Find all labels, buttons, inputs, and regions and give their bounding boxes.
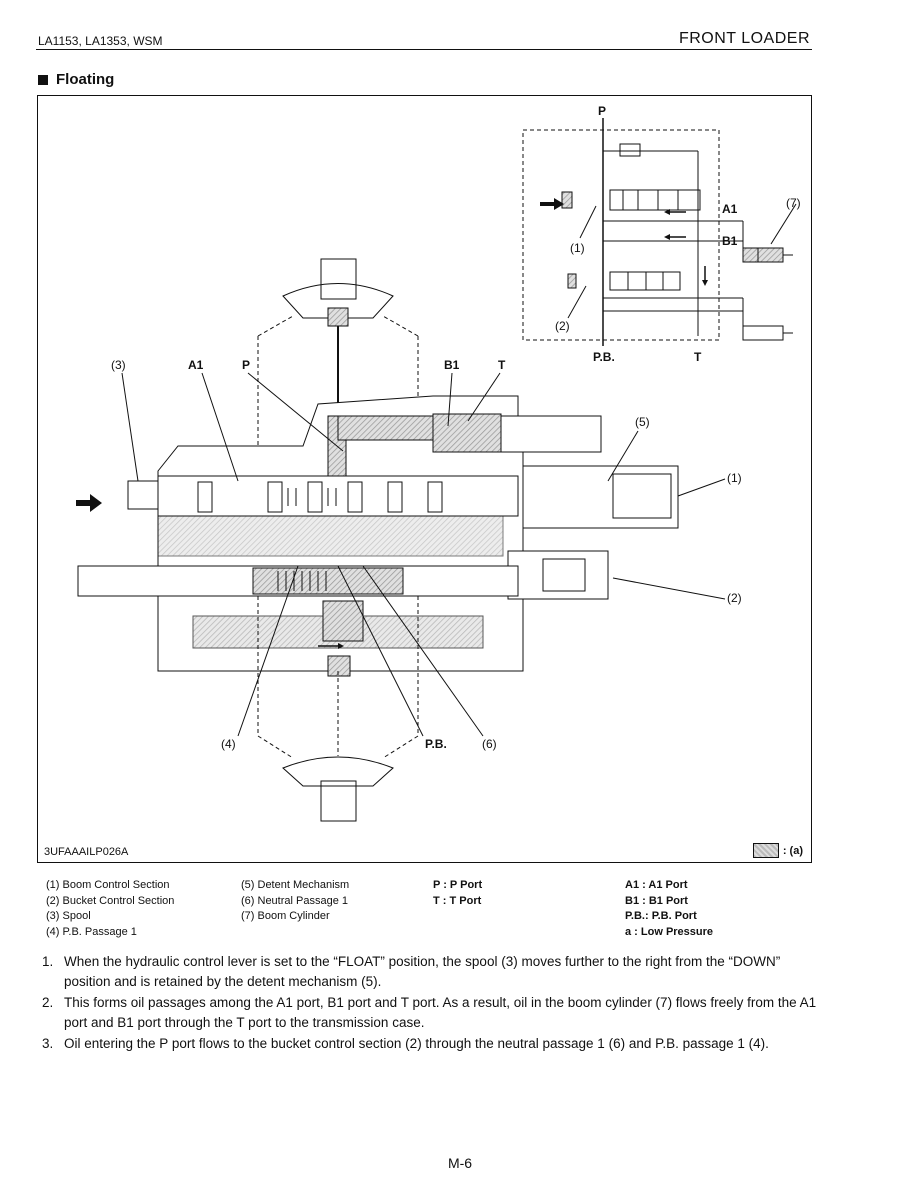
- legend-item: (7) Boom Cylinder: [241, 910, 330, 922]
- leader-1-sch: [579, 205, 597, 239]
- legend-col-1: (1) Boom Control Section (2) Bucket Cont…: [46, 878, 174, 940]
- figure-frame: P A1 B1 (7) (1) (2) P.B. T (3) A1 P B1 T…: [37, 95, 812, 863]
- section-heading: Floating: [38, 71, 114, 88]
- step-item: 2. This forms oil passages among the A1 p…: [42, 993, 818, 1033]
- hydraulic-schematic: [522, 118, 793, 346]
- step-text: This forms oil passages among the A1 por…: [64, 995, 817, 1030]
- label-b1-sch: B1: [722, 234, 738, 248]
- label-6: (6): [482, 737, 497, 751]
- legend-item: (6) Neutral Passage 1: [241, 894, 348, 907]
- low-pressure-swatch: [752, 843, 779, 858]
- step-number: 3.: [42, 1036, 54, 1051]
- legend-item: B1 : B1 Port: [625, 894, 688, 907]
- figure-key: : (a): [752, 843, 803, 858]
- label-p-top: P: [598, 104, 607, 118]
- legend-item: (3) Spool: [46, 910, 91, 922]
- legend-item: A1 : A1 Port: [625, 879, 688, 891]
- label-pb-sch: P.B.: [593, 350, 615, 364]
- header-section: FRONT LOADER: [678, 30, 810, 47]
- label-3: (3): [111, 358, 126, 372]
- bottom-lever: [257, 596, 419, 822]
- figure-key-label: : (a): [782, 844, 803, 857]
- section-title: Floating: [56, 71, 115, 88]
- step-item: 1. When the hydraulic control lever is se…: [42, 952, 818, 992]
- legend-col-3: P : P Port T : T Port: [433, 878, 482, 909]
- step-number: 2.: [42, 995, 54, 1010]
- bullet-square-icon: [38, 74, 48, 85]
- leader-lines: [121, 372, 726, 737]
- legend-item: (5) Detent Mechanism: [241, 879, 350, 891]
- label-b1-main: B1: [444, 358, 460, 372]
- label-4: (4): [221, 737, 236, 751]
- label-pb-main: P.B.: [425, 737, 447, 751]
- label-a1-sch: A1: [722, 202, 738, 216]
- legend-item: T : T Port: [433, 894, 482, 907]
- step-item: 3. Oil entering the P port flows to the b…: [42, 1034, 818, 1054]
- leader-7: [770, 203, 797, 245]
- label-a1-main: A1: [188, 358, 204, 372]
- legend-col-2: (5) Detent Mechanism (6) Neutral Passage…: [241, 878, 349, 925]
- spool-grooves: [277, 488, 337, 591]
- header-model: LA1153, LA1353, WSM: [38, 34, 163, 48]
- label-p-main: P: [242, 358, 251, 372]
- legend-item: (1) Boom Control Section: [46, 879, 170, 891]
- label-7: (7): [786, 196, 801, 210]
- step-text: When the hydraulic control lever is set …: [64, 954, 781, 989]
- spool-lands: [197, 481, 443, 513]
- legend-item: P : P Port: [433, 879, 483, 891]
- label-t-sch: T: [694, 350, 702, 364]
- label-2-main: (2): [727, 591, 742, 605]
- legend-item: (4) P.B. Passage 1: [46, 925, 137, 938]
- header-rule: [36, 49, 812, 50]
- valve-diagram: [76, 118, 797, 822]
- step-text: Oil entering the P port flows to the buc…: [64, 1036, 769, 1051]
- valve-body: [77, 395, 679, 677]
- legend-item: (2) Bucket Control Section: [46, 894, 175, 907]
- leader-2-sch: [567, 285, 587, 319]
- step-number: 1.: [42, 954, 54, 969]
- legend-item: P.B.: P.B. Port: [625, 910, 697, 922]
- label-5: (5): [635, 415, 650, 429]
- label-1-sch: (1): [570, 241, 585, 255]
- steps-list: 1. When the hydraulic control lever is se…: [42, 952, 818, 1055]
- legend-col-4: A1 : A1 Port B1 : B1 Port P.B.: P.B. Por…: [625, 878, 713, 940]
- page-number: M-6: [447, 1155, 473, 1171]
- figure-code: 3UFAAAILP026A: [44, 846, 129, 858]
- label-t-main: T: [498, 358, 506, 372]
- label-1-main: (1): [727, 471, 742, 485]
- legend-item: a : Low Pressure: [625, 925, 714, 938]
- label-2-sch: (2): [555, 319, 570, 333]
- top-lever: [257, 258, 419, 486]
- flow-arrows: [76, 198, 708, 512]
